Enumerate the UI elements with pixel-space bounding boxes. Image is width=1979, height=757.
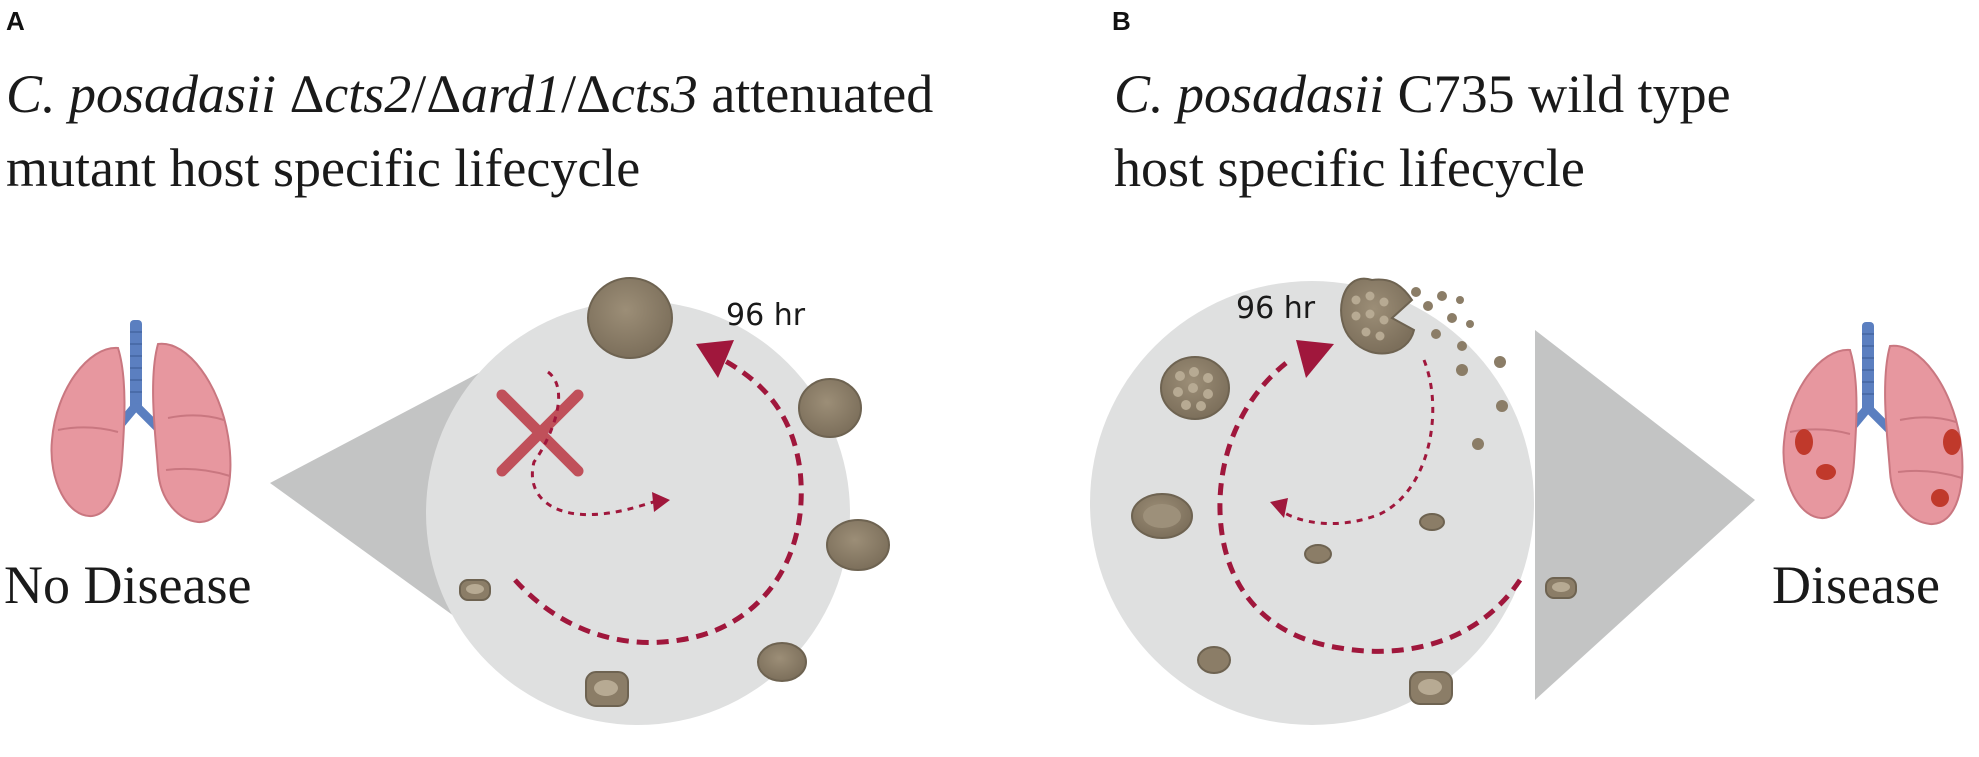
slash-1: /: [411, 64, 426, 124]
time-label: 96 hr: [1236, 291, 1316, 326]
blocked-cross-icon: [496, 389, 584, 477]
panel-b-letter: B: [1112, 6, 1131, 36]
lesion-marks: [1795, 429, 1961, 507]
spherule-cells: [459, 277, 890, 707]
panel-a-letter: A: [6, 6, 25, 36]
title-rest: C735 wild type: [1384, 64, 1731, 124]
panel-a-title-line2: mutant host specific lifecycle: [6, 138, 640, 198]
delta-2: Δ: [426, 64, 461, 124]
lifecycle-arrow: [1217, 358, 1523, 654]
gene-3: cts3: [611, 64, 698, 124]
gene-1: cts2: [324, 64, 411, 124]
species-name: C. posadasii: [6, 64, 276, 124]
panel-a-title-line1: C. posadasii Δcts2/Δard1/Δcts3 attenuate…: [6, 64, 933, 124]
panel-a: A C. posadasii Δcts2/Δard1/Δcts3 attenua…: [4, 6, 933, 725]
diseased-lungs-icon: [1782, 322, 1964, 526]
time-label: 96 hr: [726, 298, 806, 333]
panel-b-title-line1: C. posadasii C735 wild type: [1114, 64, 1731, 124]
panel-b: B C. posadasii C735 wild type host speci…: [1090, 6, 1964, 725]
lifecycle-circle: [426, 301, 850, 725]
spherule-cells: [1131, 277, 1577, 705]
lungs-icon: [50, 320, 232, 524]
zoom-cone: [1535, 330, 1755, 700]
blocked-cycle-arrow: [531, 370, 661, 516]
panel-a-outcome: No Disease: [4, 555, 251, 615]
title-rest: attenuated: [698, 64, 933, 124]
gene-2: ard1: [461, 64, 561, 124]
delta-1: Δ: [290, 64, 325, 124]
lifecycle-arrow: [513, 355, 804, 645]
slash-2: /: [561, 64, 576, 124]
species-name: C. posadasii: [1114, 64, 1384, 124]
delta-3: Δ: [576, 64, 611, 124]
panel-b-outcome: Disease: [1772, 555, 1940, 615]
panel-b-title-line2: host specific lifecycle: [1114, 138, 1585, 198]
